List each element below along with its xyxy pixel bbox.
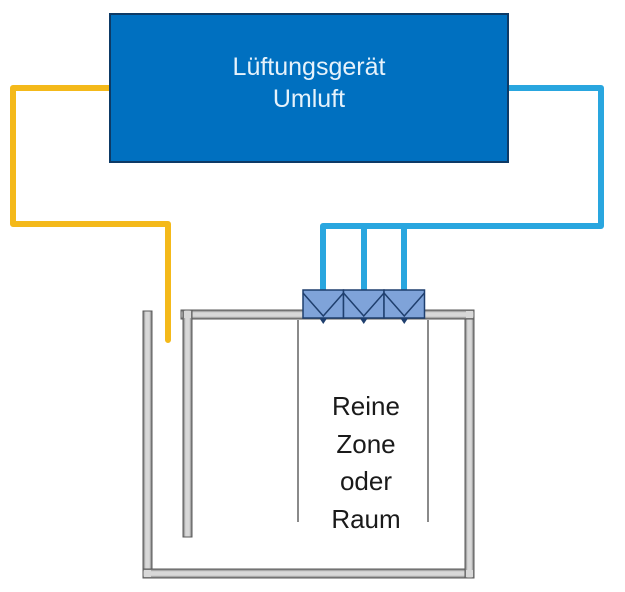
filter-outlet-diffuser-2 — [342, 292, 385, 318]
filter-outlet-1 — [302, 289, 345, 319]
supply-air-duct — [320, 85, 604, 295]
return-air-duct — [10, 85, 171, 343]
filter-outlet-diffuser-3 — [383, 292, 426, 318]
clean-zone-label-line3: oder — [339, 466, 393, 496]
clean-zone-label: Reine Zone oder Raum — [306, 388, 426, 538]
wall-corner-top-left — [184, 311, 191, 318]
ventilation-unit-title: Lüftungsgerät — [232, 53, 386, 81]
wall-corner-bottom-left — [144, 570, 151, 577]
filter-outlet-nozzle-1 — [319, 318, 328, 324]
wall-corner-bottom-right — [466, 570, 473, 577]
clean-zone-label-line2: Zone — [336, 428, 396, 459]
ventilation-unit-box — [109, 13, 509, 163]
filter-outlet-3 — [383, 289, 426, 319]
room-wall-left-inner — [182, 309, 193, 538]
filter-outlets — [302, 289, 426, 324]
clean-zone-label-line4: Raum — [331, 503, 401, 534]
ventilation-unit-label: Lüftungsgerät Umluft — [110, 14, 508, 162]
filter-outlet-diffuser-1 — [302, 292, 345, 318]
wall-corner-top-right — [466, 311, 473, 318]
clean-zone-label-line1: Reine — [332, 391, 400, 421]
room-wall-left-outer — [142, 310, 153, 579]
filter-outlet-2 — [342, 289, 385, 319]
filter-outlet-nozzle-3 — [400, 318, 409, 324]
filter-outlet-nozzle-2 — [359, 318, 368, 324]
ventilation-unit-mode: Umluft — [272, 85, 346, 113]
room-wall-bottom — [142, 568, 475, 579]
room-wall-right — [464, 309, 475, 579]
